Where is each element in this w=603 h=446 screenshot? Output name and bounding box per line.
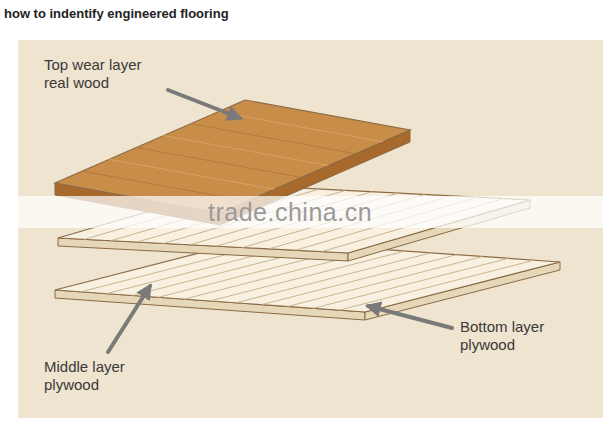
wood-grain [109, 159, 274, 189]
wood-grain [191, 124, 356, 154]
leader-arrow [108, 286, 150, 352]
leader-arrow [168, 90, 240, 118]
leader-arrow [368, 306, 452, 328]
background-panel [18, 40, 603, 418]
watermark: trade.china.cn [208, 197, 372, 227]
plank-seam [288, 257, 483, 307]
plank-seam [262, 255, 457, 305]
part-label: Top wear layer real wood [44, 56, 162, 92]
part-label: Bottom layer plywood [460, 318, 564, 354]
wood-grain [218, 112, 383, 142]
plank-seam [313, 258, 508, 308]
wood-grain [136, 147, 301, 177]
plank-seam [339, 260, 534, 310]
part-label: Middle layer plywood [44, 358, 144, 394]
wood-grain [164, 136, 329, 166]
diagram-title: how to indentify engineered flooring [4, 6, 229, 22]
